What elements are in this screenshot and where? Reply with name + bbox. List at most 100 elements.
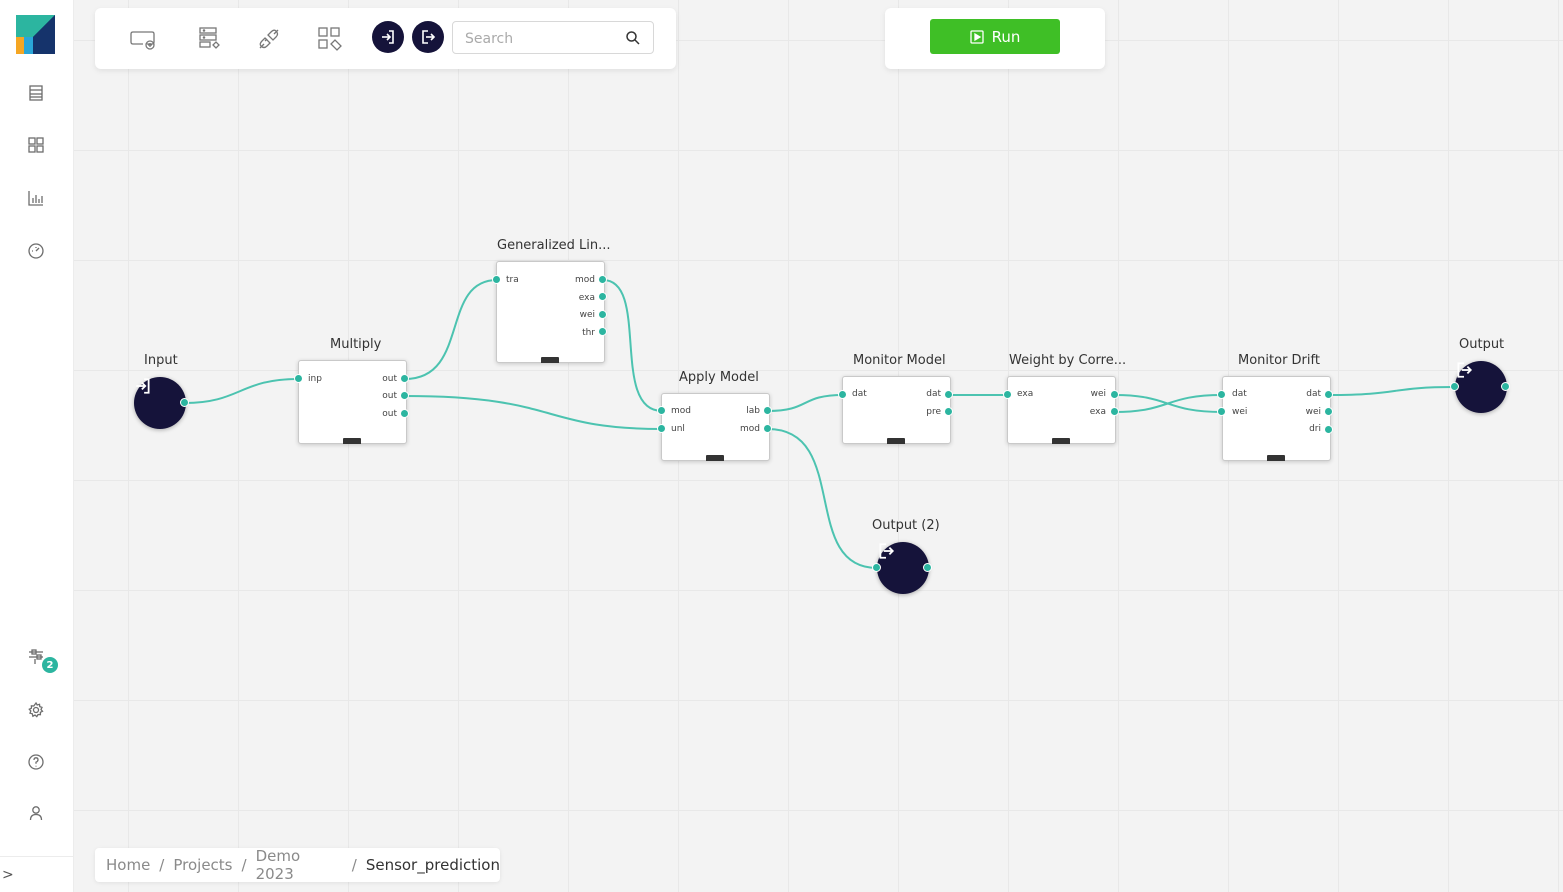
- node-expand-handle[interactable]: [887, 438, 905, 444]
- port-out[interactable]: [400, 374, 409, 383]
- run-panel: Run: [885, 8, 1105, 69]
- port-label: dat: [1306, 389, 1321, 399]
- node-expand-handle[interactable]: [343, 438, 361, 444]
- breadcrumb-separator: /: [159, 856, 165, 874]
- port-label: lab: [746, 406, 760, 416]
- port-out[interactable]: [763, 424, 772, 433]
- grid-list-icon[interactable]: [24, 81, 48, 105]
- port-in[interactable]: [1003, 390, 1012, 399]
- port-out[interactable]: [1110, 407, 1119, 416]
- output-node[interactable]: [1455, 361, 1507, 413]
- port-label: exa: [1017, 389, 1034, 399]
- port-out[interactable]: [1324, 390, 1333, 399]
- node-label-monitor-drift: Monitor Drift: [1238, 353, 1320, 368]
- input-node[interactable]: [134, 377, 186, 429]
- output-icon: [1457, 362, 1473, 378]
- port-label: out: [382, 391, 397, 401]
- output-2-node[interactable]: [877, 542, 929, 594]
- plugin-icon[interactable]: [254, 24, 284, 54]
- apply-model-node[interactable]: mod unl lab mod: [661, 393, 770, 461]
- play-icon: [969, 29, 984, 44]
- node-label-weight-corr: Weight by Corre...: [1009, 353, 1127, 368]
- port-out[interactable]: [598, 275, 607, 284]
- app-logo[interactable]: [16, 15, 55, 54]
- port-label: exa: [1089, 407, 1106, 417]
- monitor-model-node[interactable]: dat dat pre: [842, 376, 951, 444]
- breadcrumb-demo[interactable]: Demo 2023: [255, 847, 301, 883]
- port-out[interactable]: [400, 409, 409, 418]
- port-in[interactable]: [294, 374, 303, 383]
- port-out[interactable]: [1324, 407, 1333, 416]
- port-in[interactable]: [872, 563, 881, 572]
- port-out[interactable]: [598, 327, 607, 336]
- monitor-drift-node[interactable]: dat wei dat wei dri: [1222, 376, 1331, 461]
- sidebar-collapse-toggle[interactable]: >: [0, 856, 73, 892]
- port-in[interactable]: [1450, 382, 1459, 391]
- add-data-icon[interactable]: [128, 24, 158, 54]
- breadcrumb: Home / Projects / Demo 2023 / Sensor_pre…: [95, 847, 500, 883]
- add-output-button[interactable]: [412, 21, 444, 53]
- help-icon[interactable]: [24, 750, 48, 774]
- gauge-icon[interactable]: [24, 239, 48, 263]
- data-link-icon[interactable]: [195, 24, 225, 54]
- port-in[interactable]: [657, 406, 666, 415]
- connection: [767, 394, 844, 412]
- port-in[interactable]: [1217, 390, 1226, 399]
- node-label-glm: Generalized Lin...: [497, 238, 611, 253]
- breadcrumb-projects[interactable]: Projects: [173, 856, 233, 874]
- glm-node[interactable]: tra mod exa wei thr: [496, 261, 605, 363]
- port-input-out[interactable]: [180, 398, 189, 407]
- port-out[interactable]: [944, 390, 953, 399]
- connection: [404, 395, 663, 430]
- port-label: wei: [1090, 389, 1106, 399]
- notification-badge: 2: [42, 657, 58, 673]
- breadcrumb-current: Sensor_prediction: [365, 856, 500, 874]
- node-label-input: Input: [144, 353, 178, 368]
- dashboard-icon[interactable]: [24, 133, 48, 157]
- port-out[interactable]: [763, 406, 772, 415]
- port-out[interactable]: [944, 407, 953, 416]
- deployments-icon[interactable]: [24, 645, 48, 669]
- connection: [602, 279, 663, 412]
- search-input[interactable]: [463, 28, 617, 50]
- port-label: wei: [1232, 407, 1248, 417]
- port-out[interactable]: [1110, 390, 1119, 399]
- node-label-output-2: Output (2): [872, 518, 940, 533]
- node-expand-handle[interactable]: [1052, 438, 1070, 444]
- port-label: dat: [1232, 389, 1247, 399]
- node-label-apply-model: Apply Model: [679, 370, 759, 385]
- port-in[interactable]: [492, 275, 501, 284]
- multiply-node[interactable]: inp out out out: [298, 360, 407, 444]
- port-out[interactable]: [1501, 382, 1510, 391]
- gear-icon[interactable]: [24, 698, 48, 722]
- port-out[interactable]: [400, 391, 409, 400]
- port-out[interactable]: [598, 292, 607, 301]
- input-icon: [136, 378, 150, 394]
- add-input-button[interactable]: [372, 21, 404, 53]
- port-label: dri: [1309, 424, 1321, 434]
- port-label: out: [382, 374, 397, 384]
- node-expand-handle[interactable]: [706, 455, 724, 461]
- port-label: thr: [582, 328, 595, 338]
- node-expand-handle[interactable]: [1267, 455, 1285, 461]
- port-out[interactable]: [598, 310, 607, 319]
- connection: [404, 279, 498, 380]
- run-button[interactable]: Run: [930, 19, 1060, 54]
- breadcrumb-separator: /: [351, 856, 357, 874]
- bar-chart-icon[interactable]: [24, 186, 48, 210]
- search-icon[interactable]: [625, 30, 641, 46]
- port-in[interactable]: [838, 390, 847, 399]
- port-out[interactable]: [1324, 425, 1333, 434]
- port-in[interactable]: [657, 424, 666, 433]
- port-out[interactable]: [923, 563, 932, 572]
- breadcrumb-home[interactable]: Home: [106, 856, 151, 874]
- port-in[interactable]: [1217, 407, 1226, 416]
- user-icon[interactable]: [24, 801, 48, 825]
- port-label: mod: [740, 424, 760, 434]
- port-label: mod: [575, 275, 595, 285]
- weight-by-correlation-node[interactable]: exa wei exa: [1007, 376, 1116, 444]
- port-label: out: [382, 409, 397, 419]
- grid-link-icon[interactable]: [315, 24, 345, 54]
- node-expand-handle[interactable]: [541, 357, 559, 363]
